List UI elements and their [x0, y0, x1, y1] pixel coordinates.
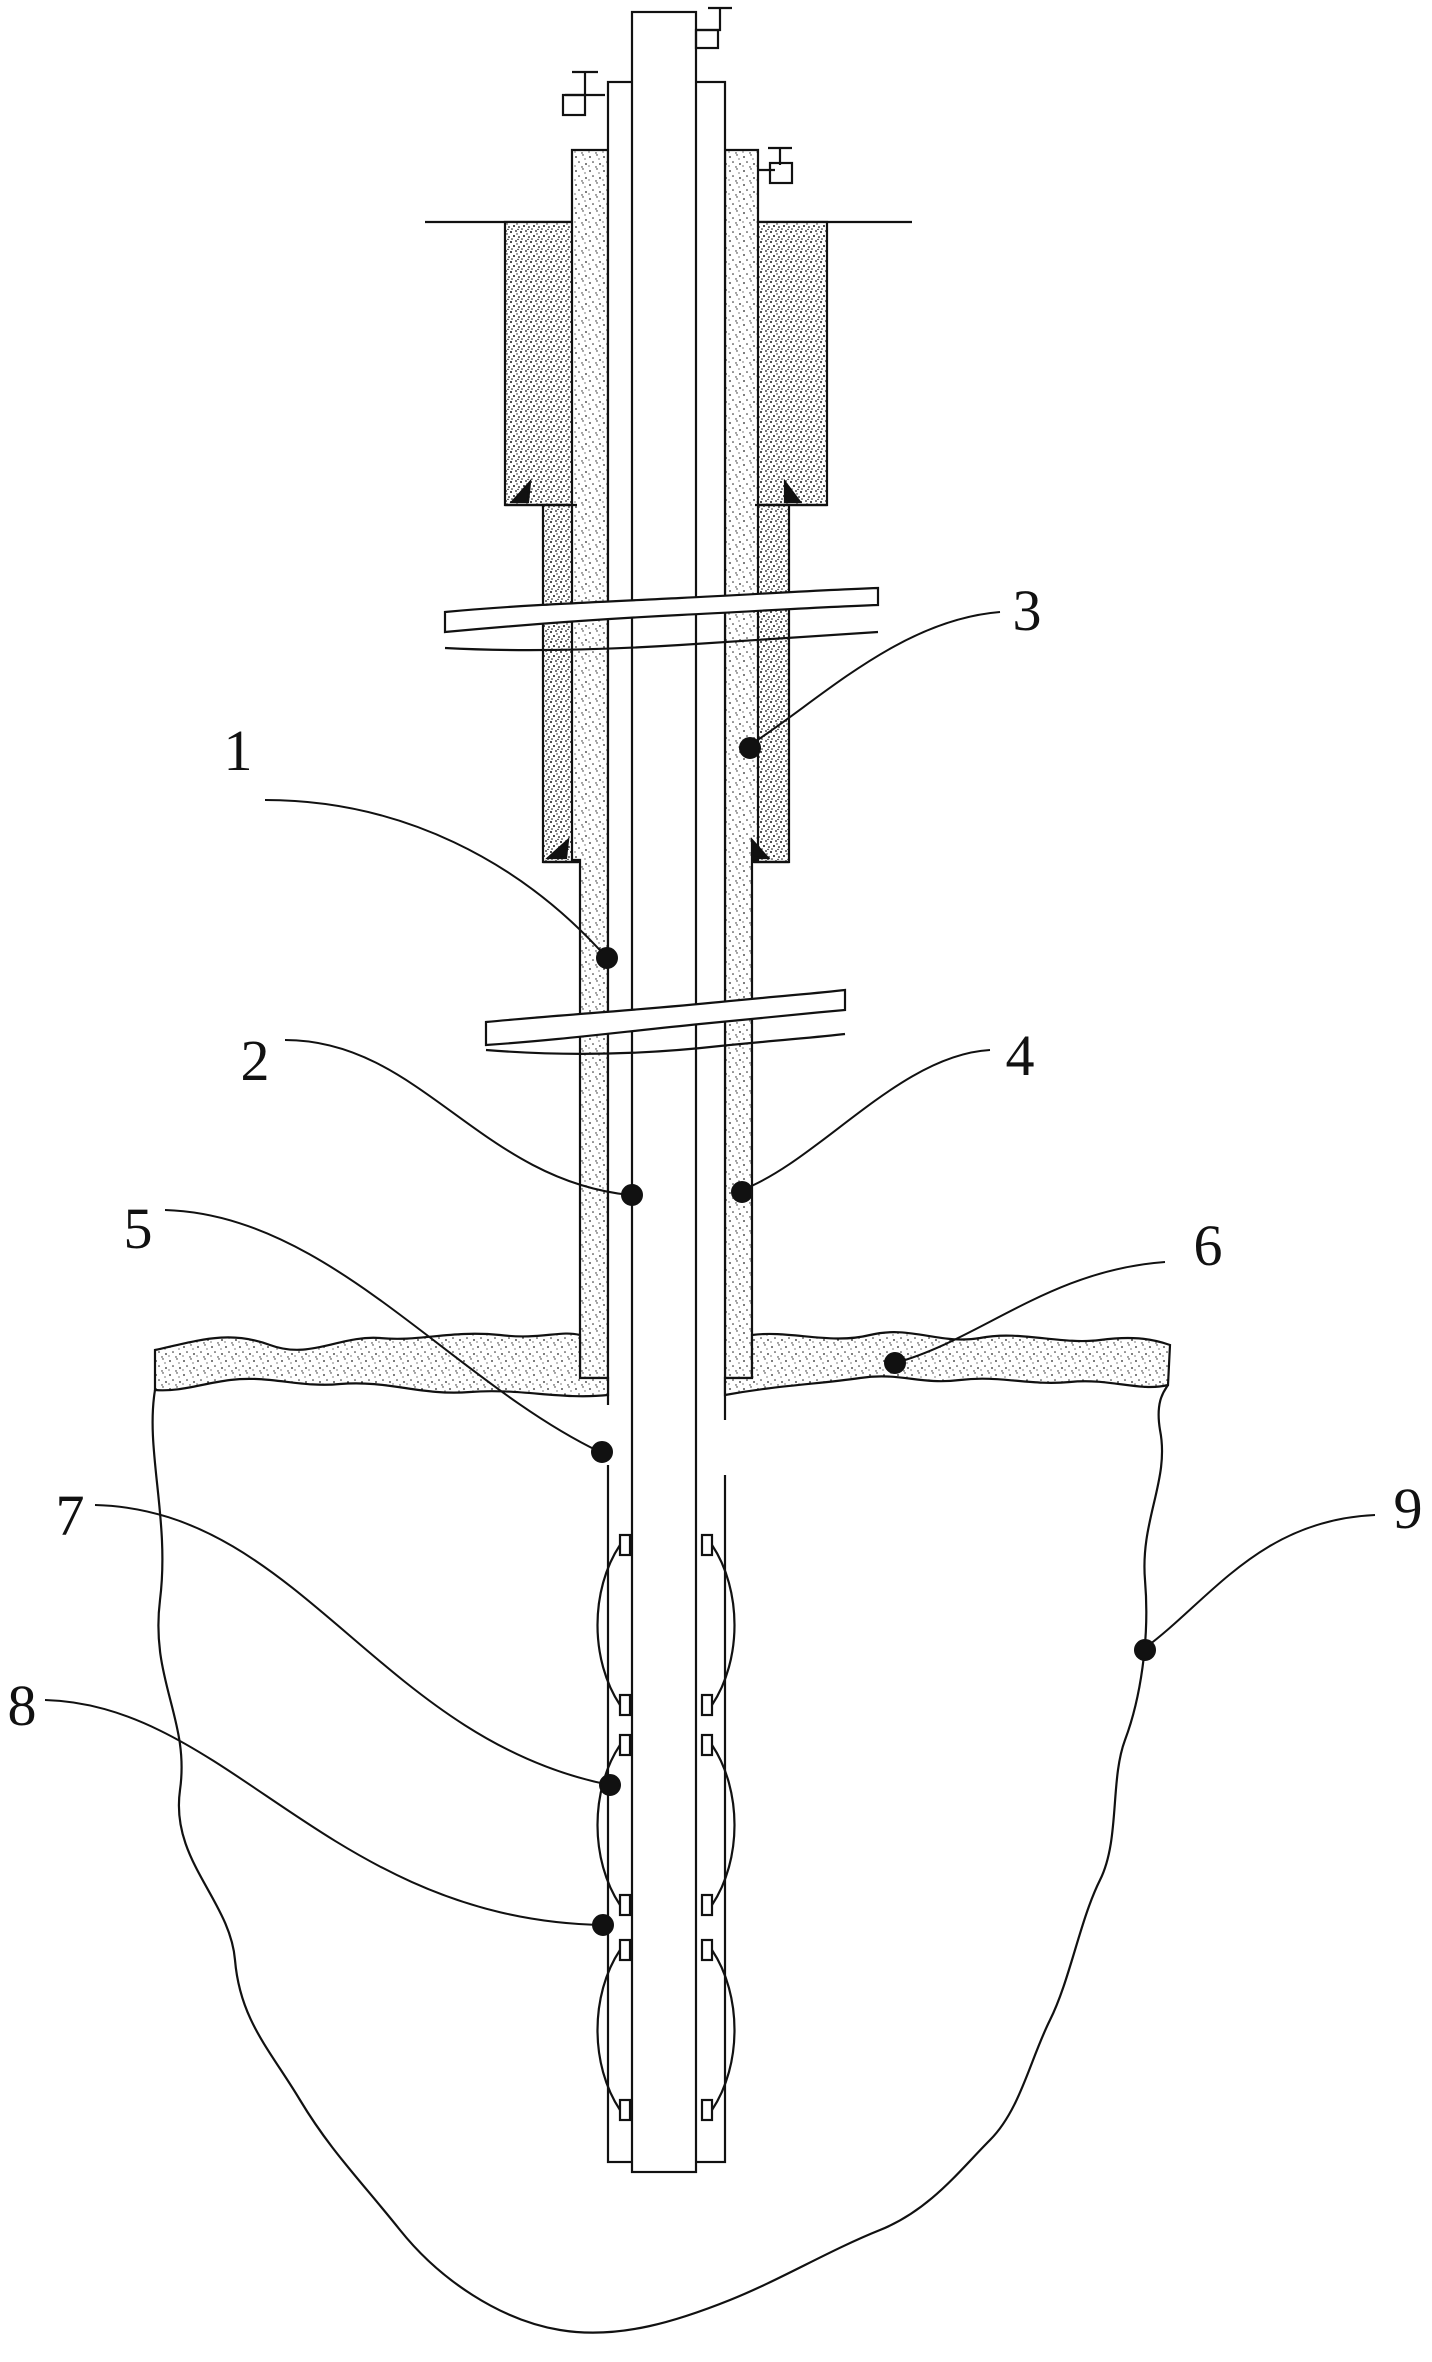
- leader-4: [741, 1049, 991, 1191]
- casing-shoe-left-2: [545, 837, 570, 860]
- marker-7: [599, 1774, 621, 1796]
- label-7: 7: [56, 1483, 85, 1548]
- packer-2: [596, 1744, 736, 1906]
- surface-cement-layer-right: [723, 1331, 1172, 1397]
- leader-2: [284, 1039, 631, 1196]
- break-line-lower-1: [484, 988, 847, 1047]
- casing-shoe-right: [783, 478, 803, 504]
- surface-cement-layer: [153, 1332, 610, 1398]
- leader-7: [94, 1504, 611, 1786]
- wellhead-valve-left: [565, 70, 605, 97]
- marker-9: [1134, 1639, 1156, 1661]
- callouts: 1 2 3 4 5 6 7 8 9: [8, 578, 1423, 1936]
- leader-6: [894, 1261, 1166, 1364]
- break-line-upper-1: [443, 586, 880, 634]
- marker-4: [731, 1181, 753, 1203]
- reservoir-boundary: [151, 1384, 1169, 2334]
- packer-3: [596, 1949, 736, 2111]
- label-2: 2: [241, 1028, 270, 1093]
- casing-shoe-right-2: [750, 837, 771, 860]
- marker-3: [739, 737, 761, 759]
- label-9: 9: [1394, 1476, 1423, 1541]
- wellhead-valve-left-box: [561, 93, 587, 117]
- marker-1: [596, 947, 618, 969]
- break-line-upper-2: [444, 630, 879, 652]
- label-8: 8: [8, 1673, 37, 1738]
- outer-casing-left: [503, 220, 579, 507]
- marker-5: [591, 1441, 613, 1463]
- wellhead-valve-top: [696, 6, 732, 32]
- packers: [596, 1533, 736, 2122]
- label-3: 3: [1013, 578, 1042, 643]
- label-1: 1: [224, 718, 253, 783]
- wellhead-valve-right-box: [768, 161, 794, 185]
- break-line-lower-2: [485, 1032, 846, 1055]
- wellhead-valve-right: [758, 146, 792, 172]
- leader-5: [164, 1209, 601, 1453]
- casing-shoe-left: [509, 478, 532, 504]
- leader-1: [264, 799, 608, 959]
- tubing-inner: [630, 10, 698, 2174]
- wellhead-valve-top-box: [694, 28, 720, 50]
- intermediate-casing-right: [753, 503, 791, 864]
- packer-1: [596, 1544, 736, 1706]
- marker-8: [592, 1914, 614, 1936]
- marker-6: [884, 1352, 906, 1374]
- label-4: 4: [1006, 1023, 1035, 1088]
- label-6: 6: [1194, 1213, 1223, 1278]
- leader-9: [1144, 1514, 1376, 1649]
- leader-8: [44, 1699, 604, 1926]
- inner-casing-left: [570, 148, 610, 1380]
- marker-2: [621, 1184, 643, 1206]
- leader-3: [749, 611, 1001, 746]
- outer-casing-right: [753, 220, 829, 507]
- label-5: 5: [124, 1196, 153, 1261]
- diagram-geometry: [151, 6, 1172, 2334]
